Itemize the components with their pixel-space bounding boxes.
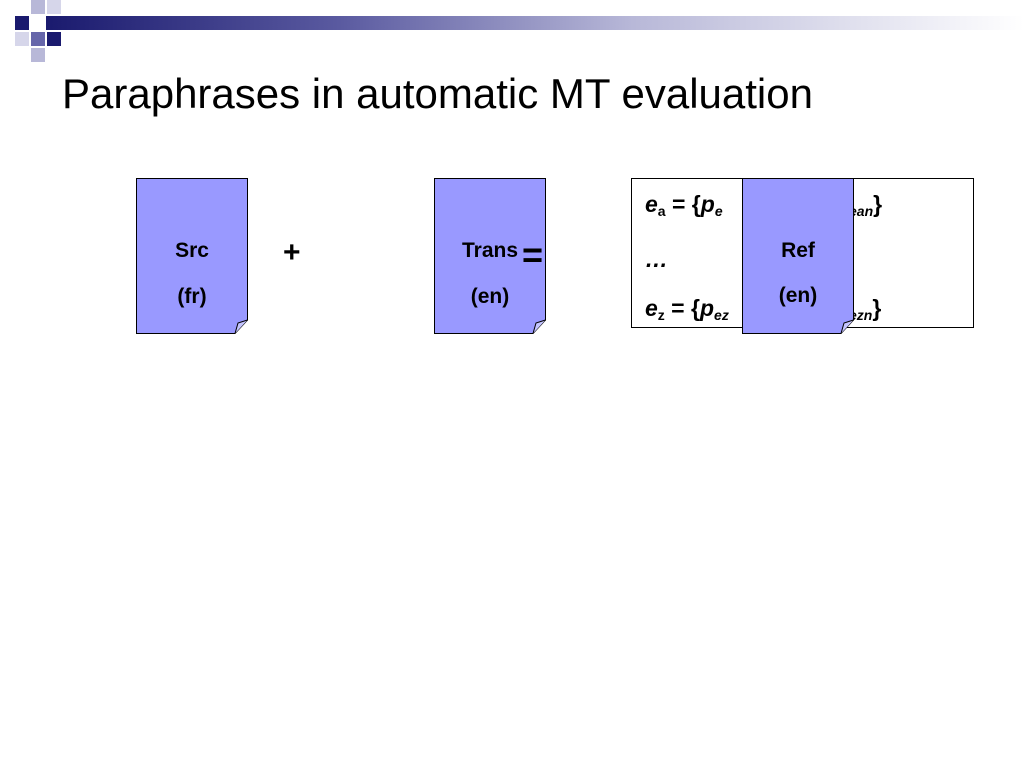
- ref-label: Ref: [781, 239, 815, 262]
- variable: e: [645, 191, 658, 217]
- header-square-5: [15, 32, 29, 46]
- ref-document: Ref (en): [742, 178, 854, 334]
- paraphrase-row-z: ez = {pez: [645, 295, 729, 323]
- paraphrase-row-a: ea = {pe: [645, 191, 723, 219]
- slide-title: Paraphrases in automatic MT evaluation: [62, 70, 813, 117]
- document-shape: [742, 178, 854, 334]
- paraphrase-subscript-end: ezn: [849, 307, 873, 323]
- header-square-1: [15, 16, 29, 30]
- header-square-2: [31, 0, 45, 14]
- paraphrase-symbol: p: [699, 295, 715, 321]
- document-shape: [434, 178, 546, 334]
- ellipsis: …: [645, 246, 668, 272]
- document-shape: [136, 178, 248, 334]
- header-square-7: [47, 32, 61, 46]
- ref-language: (en): [778, 284, 818, 307]
- paraphrase-symbol: p: [700, 191, 715, 217]
- equals-brace: = {: [665, 191, 701, 217]
- paraphrase-subscript: e: [714, 203, 723, 219]
- paraphrase-row-a-end: ean}: [849, 191, 882, 219]
- trans-label: Trans: [461, 239, 519, 262]
- variable-subscript: a: [657, 203, 666, 219]
- equals-operator: =: [522, 234, 544, 275]
- trans-document: Trans (en): [434, 178, 546, 334]
- header-square-6: [31, 48, 45, 62]
- paraphrase-row-z-end: ezn}: [849, 295, 881, 323]
- variable-subscript: z: [657, 307, 665, 323]
- src-document: Src (fr): [136, 178, 248, 334]
- trans-language: (en): [470, 285, 510, 308]
- paraphrase-subscript-end: ean: [849, 203, 874, 219]
- plus-operator: +: [283, 236, 301, 269]
- close-brace: }: [872, 295, 882, 321]
- close-brace: }: [873, 191, 883, 217]
- equals-brace: = {: [664, 295, 700, 321]
- header-square-4: [31, 32, 45, 46]
- header-square-3: [47, 0, 61, 14]
- variable: e: [645, 295, 658, 321]
- paraphrase-subscript: ez: [714, 307, 729, 323]
- src-language: (fr): [177, 285, 207, 308]
- header-gradient-bar: [46, 16, 1024, 30]
- src-label: Src: [175, 239, 209, 262]
